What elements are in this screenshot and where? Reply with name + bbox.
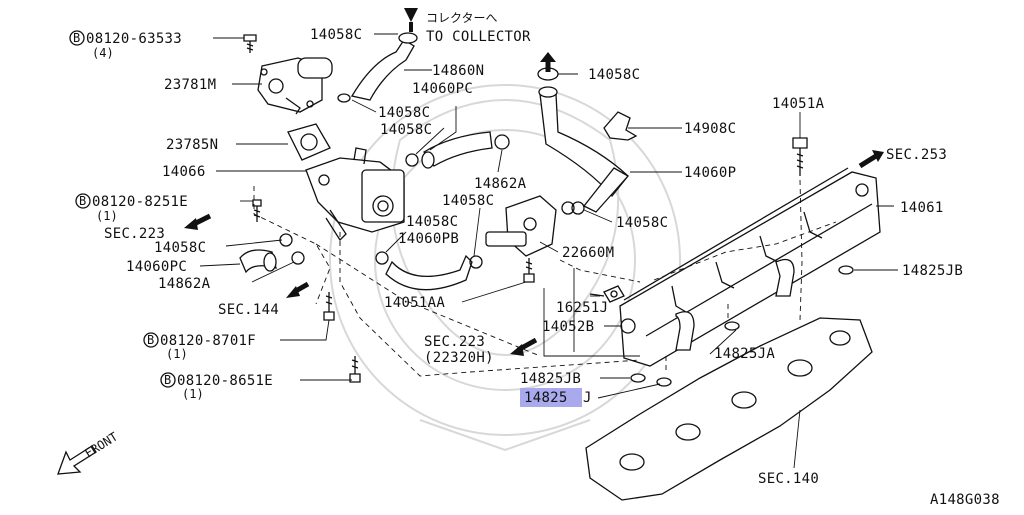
front-arrow-icon (57, 445, 97, 475)
label-14058C-c[interactable]: 14058C (380, 122, 432, 138)
hose-14060PB-icon (375, 251, 483, 291)
label-14825J-highlighted[interactable]: 14825 (524, 390, 568, 406)
label-sec223-center[interactable]: SEC.223 (424, 334, 485, 350)
label-08120-8251E[interactable]: 08120-8251E (92, 194, 188, 210)
label-22660M[interactable]: 22660M (562, 245, 614, 261)
label-23781M[interactable]: 23781M (164, 77, 216, 93)
label-14060PC-middle[interactable]: 14060PC (412, 81, 473, 97)
arrow-sec223-left-icon (184, 213, 212, 230)
gasket-14825JB-left-icon (630, 373, 646, 383)
hose-14860N-icon (337, 32, 418, 103)
label-14060PB[interactable]: 14060PB (398, 231, 459, 247)
svg-text:B: B (79, 194, 86, 208)
label-14825JA[interactable]: 14825JA (714, 346, 775, 362)
label-14058C-f[interactable]: 14058C (616, 215, 668, 231)
assembly-dashed-outlines (253, 179, 837, 377)
highlight-14825J (520, 388, 582, 407)
svg-text:B: B (147, 333, 154, 347)
arrow-sec144-icon (286, 281, 310, 298)
label-14908C[interactable]: 14908C (684, 121, 736, 137)
label-14051AA[interactable]: 14051AA (384, 295, 445, 311)
label-14825J-suffix: J (583, 390, 592, 406)
bolt-08120-8651E-icon (349, 356, 361, 383)
label-to-collector: TO COLLECTOR (426, 29, 531, 45)
label-16251J[interactable]: 16251J (556, 300, 608, 316)
bolt-14051A-icon (792, 137, 808, 176)
label-14825JB-right[interactable]: 14825JB (902, 263, 963, 279)
label-collector-jp: コレクターへ (426, 11, 498, 25)
label-front: FRONT (82, 430, 120, 461)
arrow-sec223-center-icon (510, 337, 538, 356)
svg-text:B: B (164, 373, 171, 387)
bolt-08120-8251E-icon (252, 199, 262, 222)
label-14051A[interactable]: 14051A (772, 96, 825, 112)
label-14862A-middle[interactable]: 14862A (474, 176, 527, 192)
arrow-collector-right-icon (540, 52, 556, 72)
clip-14908C-icon (603, 111, 638, 141)
leader-lines (199, 33, 898, 469)
label-14058C-b[interactable]: 14058C (378, 105, 430, 121)
throttle-chamber-23781M-icon (257, 57, 333, 115)
label-sec140[interactable]: SEC.140 (758, 471, 819, 487)
label-sec223-left[interactable]: SEC.223 (104, 226, 165, 242)
label-08120-63533-qty: (4) (92, 46, 114, 60)
label-23785N[interactable]: 23785N (166, 137, 218, 153)
label-sec223-center-sub: (22320H) (424, 350, 494, 366)
bolt-symbol-4-icon: B (160, 372, 176, 388)
gasket-14825J-icon (656, 377, 672, 387)
label-08120-63533[interactable]: 08120-63533 (86, 31, 182, 47)
label-sec144[interactable]: SEC.144 (218, 302, 279, 318)
label-14058C-right[interactable]: 14058C (588, 67, 640, 83)
watermark-emblem (329, 84, 681, 452)
label-14825JB-left[interactable]: 14825JB (520, 371, 581, 387)
arrow-to-collector-icon (404, 8, 418, 32)
valve-body-14066-icon (305, 147, 405, 242)
label-08120-8651E-qty: (1) (182, 387, 204, 401)
label-08120-8701F[interactable]: 08120-8701F (160, 333, 256, 349)
label-14058C-d[interactable]: 14058C (442, 193, 494, 209)
svg-text:B: B (73, 31, 80, 45)
gasket-14825JB-right-icon (838, 265, 854, 275)
label-14860N[interactable]: 14860N (432, 63, 484, 79)
label-14061[interactable]: 14061 (900, 200, 944, 216)
label-14058C-e[interactable]: 14058C (406, 214, 458, 230)
part-labels: 08120-63533 (4) 23781M 23785N 14066 0812… (82, 11, 1000, 508)
label-08120-8251E-qty: (1) (96, 209, 118, 223)
label-14862A-left[interactable]: 14862A (158, 276, 211, 292)
label-14060P[interactable]: 14060P (684, 165, 736, 181)
gasket-23785N-icon (287, 123, 331, 161)
label-14058C-top[interactable]: 14058C (310, 27, 362, 43)
valve-22660M-icon (485, 195, 575, 257)
collector-14061-icon (619, 167, 881, 367)
label-14052B[interactable]: 14052B (542, 319, 594, 335)
hose-14060PC-middle-icon (405, 131, 510, 169)
label-08120-8651E[interactable]: 08120-8651E (177, 373, 273, 389)
hose-14060P-icon (538, 86, 630, 215)
label-14066[interactable]: 14066 (162, 164, 206, 180)
diagram-id-code: A148G038 (930, 492, 1000, 508)
bolt-symbol-2-icon: B (75, 193, 91, 209)
sensor-16251J-icon (589, 285, 625, 303)
bolt-14051AA-icon (523, 258, 535, 283)
hose-14060PC-left-icon (239, 233, 305, 274)
bolt-symbol-1-icon: B (69, 30, 85, 46)
label-14058C-left[interactable]: 14058C (154, 240, 206, 256)
label-08120-8701F-qty: (1) (166, 347, 188, 361)
bolt-08120-8701F-icon (323, 292, 335, 321)
arrow-sec253-icon (858, 150, 884, 169)
label-sec253[interactable]: SEC.253 (886, 147, 947, 163)
bolt-symbol-3-icon: B (143, 332, 159, 348)
gasket-14825JA-icon (724, 321, 740, 331)
intake-manifold-sec140-icon (585, 317, 873, 501)
bolt-08120-63533-icon (243, 34, 257, 53)
label-14060PC-left[interactable]: 14060PC (126, 259, 187, 275)
